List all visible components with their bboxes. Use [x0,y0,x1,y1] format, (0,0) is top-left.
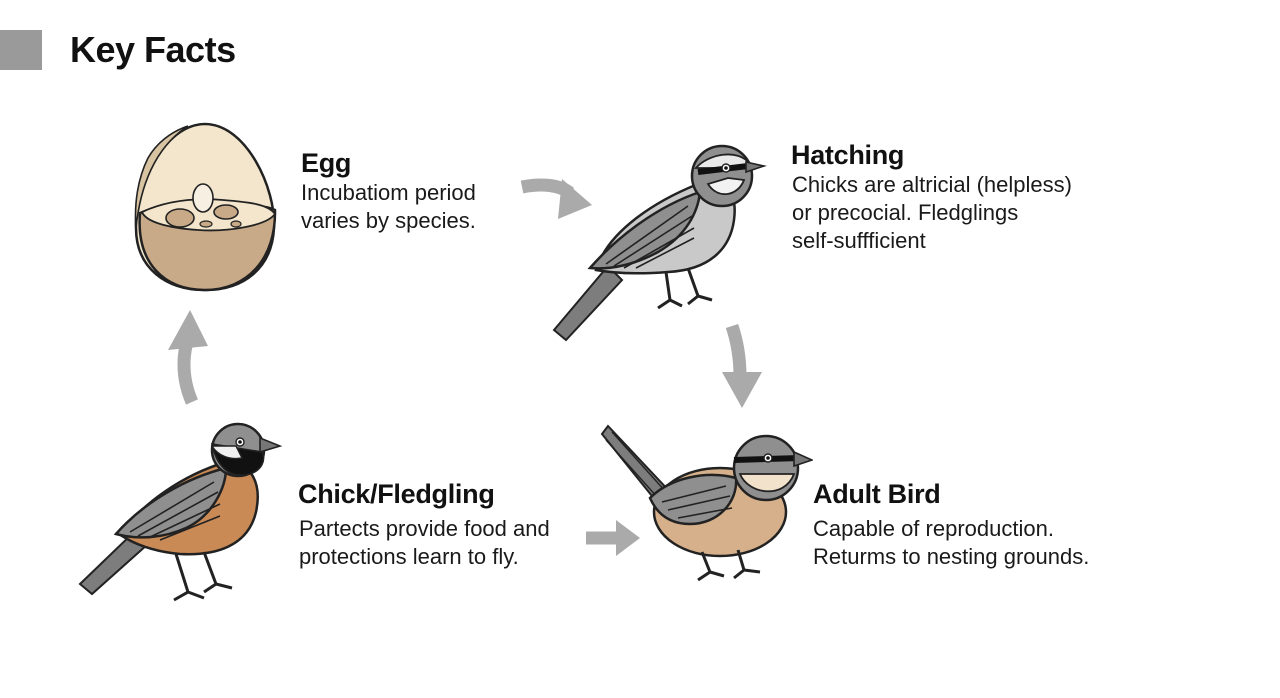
stage-desc-hatching-line-1: Chicks are altricial (helpless) [792,172,1072,197]
stage-desc-egg-line-1: Incubatiom period [301,180,476,205]
stage-desc-adult-line-2: Returms to nesting grounds. [813,544,1090,569]
header-accent-bar [0,30,42,70]
cycle-arrow-icon [722,323,762,408]
stage-title-chick: Chick/Fledgling [298,479,495,509]
egg-icon [134,122,277,292]
stage-desc-hatching-line-2: or precocial. Fledglings [792,200,1019,225]
stage-title-egg: Egg [301,148,352,178]
page-title: Key Facts [70,29,236,70]
stage-desc-hatching-line-3: self-suffficient [792,228,926,253]
stage-desc-chick-line-2: protections learn to fly. [299,544,519,569]
stage-desc-chick-line-1: Partects provide food and [299,516,550,541]
stage-desc-adult-line-1: Capable of reproduction. [813,516,1054,541]
cycle-arrow-icon [168,310,208,405]
stage-title-adult: Adult Bird [813,479,941,509]
orange-breast-bird-icon [78,422,282,602]
stage-desc-egg-line-2: varies by species. [301,208,476,233]
tan-bird-icon [600,424,813,582]
gray-bird-icon [552,144,767,342]
cycle-arrow-icon [520,178,592,219]
stage-title-hatching: Hatching [791,140,905,170]
cycle-arrow-icon [586,520,640,556]
